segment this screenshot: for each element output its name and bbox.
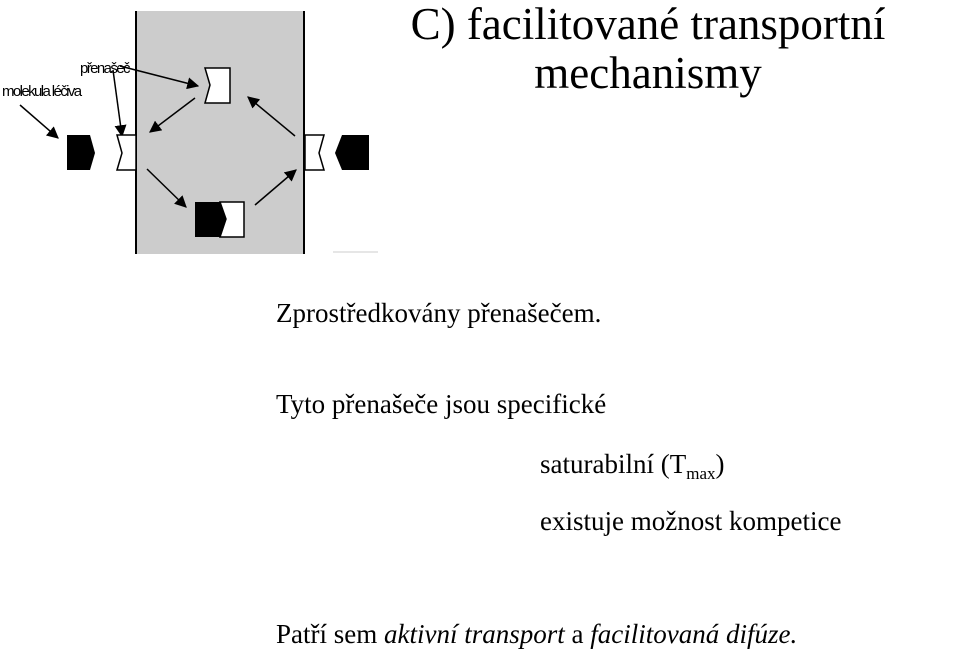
carrier-pointer-arrow bbox=[112, 69, 127, 138]
molecule-label: molekula léčiva bbox=[2, 83, 83, 100]
text-line-competition: existuje možnost kompetice bbox=[540, 506, 842, 536]
carrier-label: přenašeč bbox=[80, 60, 131, 77]
drug-molecule-left bbox=[67, 135, 95, 170]
carrier-right bbox=[304, 134, 326, 171]
carrier-left bbox=[115, 134, 137, 171]
title-line-1: C) facilitované transportní bbox=[410, 0, 886, 49]
drug-molecule-right bbox=[335, 135, 369, 170]
carrier-loaded-molecule bbox=[195, 202, 226, 237]
cycle-arrow-right-to-top bbox=[247, 96, 296, 137]
cycle-arrow-top-to-left bbox=[149, 97, 196, 133]
cycle-arrow-left-to-bottom bbox=[146, 168, 187, 208]
carrier-pointer-arrow-top bbox=[119, 65, 200, 90]
facilitated-diffusion-term: facilitovaná difúze. bbox=[590, 619, 798, 649]
saturable-close: ) bbox=[715, 449, 725, 479]
saturable-main: saturabilní (T bbox=[540, 449, 687, 479]
molecule-pointer-arrow bbox=[19, 104, 59, 139]
active-transport-term: aktivní transport bbox=[384, 619, 565, 649]
title-line-2: mechanismy bbox=[534, 48, 762, 98]
carrier-top bbox=[203, 67, 231, 104]
text-line-mediated: Zprostředkovány přenašečem. bbox=[276, 298, 602, 328]
tmax-subscript: max bbox=[686, 464, 716, 483]
carrier-loaded-shell bbox=[218, 201, 245, 238]
types-intro: Patří sem bbox=[276, 619, 384, 649]
text-line-saturable: saturabilní (Tmax) bbox=[540, 448, 725, 490]
text-line-specific: Tyto přenašeče jsou specifické bbox=[276, 389, 607, 419]
cycle-arrow-bottom-to-right bbox=[254, 169, 297, 206]
transport-diagram: přenašeč molekula léčiva bbox=[2, 11, 378, 254]
types-and: a bbox=[564, 619, 591, 649]
text-line-types: Patří sem aktivní transport a facilitova… bbox=[276, 618, 797, 650]
